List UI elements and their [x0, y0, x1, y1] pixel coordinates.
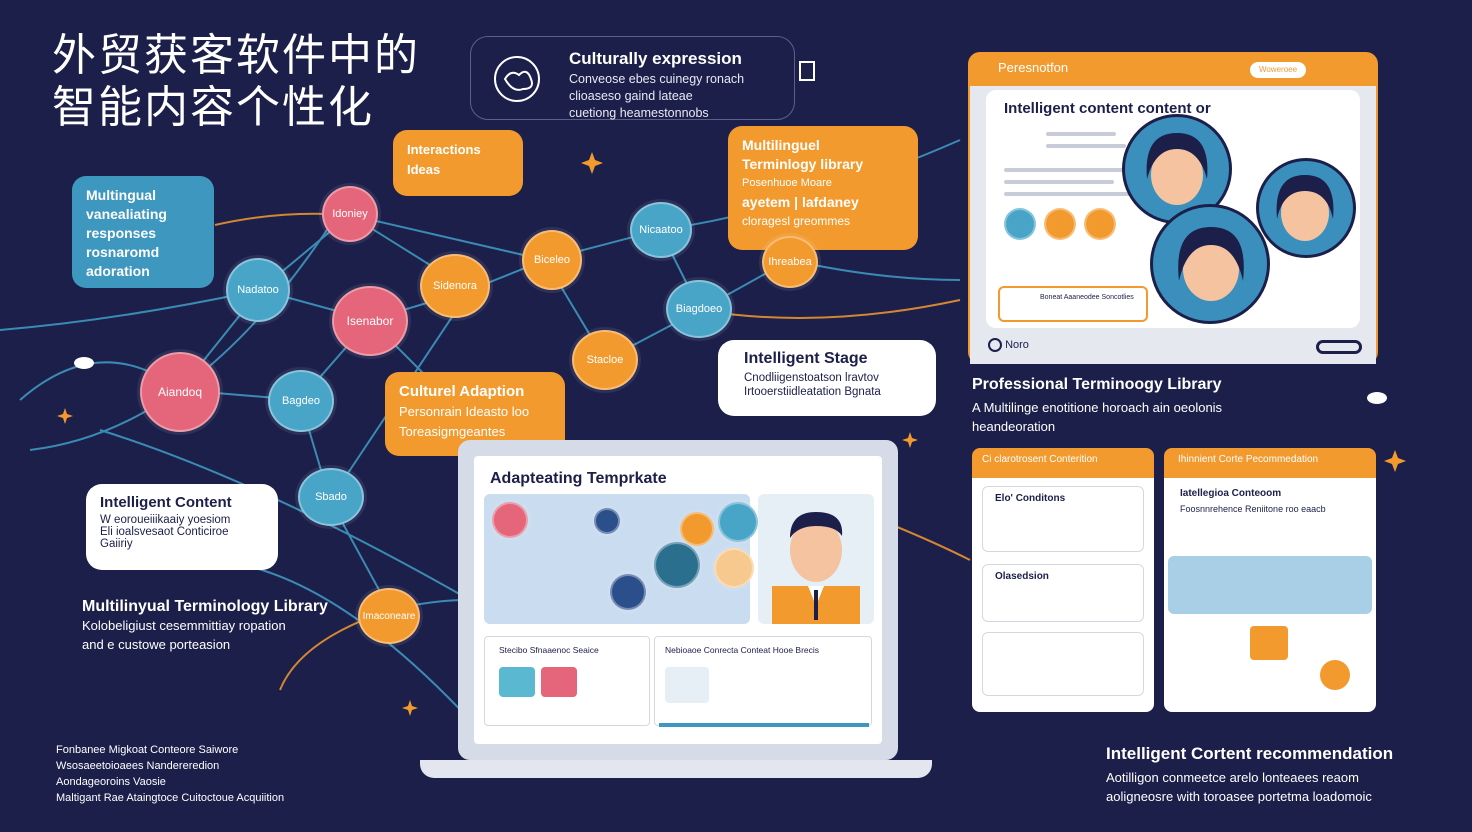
network-node: Sbado — [298, 468, 364, 526]
network-node: Biceleo — [522, 230, 582, 290]
network-node: Nicaatoo — [630, 202, 692, 258]
network-node: Imaconeare — [358, 588, 420, 644]
laptop-base — [420, 760, 932, 778]
title-line-1: 外贸获客软件中的 — [52, 30, 420, 81]
toggle-icon[interactable] — [1316, 340, 1362, 354]
tablet-info-card: Boneat Aaaneodee Soncotlies — [998, 286, 1148, 322]
sparkle-icon — [581, 152, 603, 174]
laptop-screen: Adapteating Temprkate Stecibo Sfnaaenoc … — [474, 456, 882, 744]
template-card-right: Nebioaoe Conrecta Conteat Hooe Brecis — [654, 636, 872, 727]
network-node: Isenabor — [332, 286, 408, 356]
tablet-footer: Noro — [988, 338, 1029, 352]
sparkle-icon — [1384, 450, 1406, 472]
sparkle-icon — [57, 408, 73, 424]
man-portrait — [758, 494, 874, 624]
network-node: Idoniey — [322, 186, 378, 242]
network-node: Nadatoo — [226, 258, 290, 322]
network-node: Biagdoeo — [666, 280, 732, 338]
template-map — [484, 494, 758, 624]
businessman-avatar-icon — [772, 512, 860, 624]
cultural-panel: Ci clarotrosent Conterition Elo' Condito… — [972, 448, 1154, 712]
footer-list: Fonbanee Migkoat Conteore Saiwore Wsosae… — [56, 744, 285, 804]
page-title: 外贸获客软件中的 智能内容个性化 — [52, 30, 472, 134]
terminology-library-card: Multilinguel Terminlogy library Posenhuo… — [728, 126, 918, 250]
woman-avatar-icon — [1256, 158, 1356, 258]
network-node: Stacloe — [572, 330, 638, 390]
template-heading: Adapteating Temprkate — [490, 470, 667, 487]
brain-cloud-icon — [494, 56, 540, 102]
tablet-tab-title: Peresnotfon — [998, 60, 1069, 75]
professional-terminology-caption: Professional Terminoogy Library A Multil… — [972, 376, 1223, 434]
tablet-pill-button[interactable]: Woweroee — [1250, 62, 1306, 78]
intelligent-content-card: Intelligent Content W eoroueiiikaaiy yoe… — [86, 484, 278, 570]
recommendation-caption: Intelligent Cortent recommendation Aotil… — [1106, 744, 1394, 804]
template-card-left: Stecibo Sfnaaenoc Seaice — [484, 636, 650, 726]
terminology-caption: Multilinyual Terminology Library Kolobel… — [82, 598, 328, 652]
intelligent-stage-card: Intelligent Stage Cnodliigenstoatson lra… — [718, 340, 936, 416]
network-node: Aiandoq — [140, 352, 220, 432]
title-line-2: 智能内容个性化 — [52, 82, 374, 133]
culturally-expression-callout: Culturally expression Conveose ebes cuin… — [470, 36, 795, 120]
callout-body: Conveose ebes cuinegy ronach clioaseso g… — [569, 72, 745, 120]
network-node: Bagdeo — [268, 370, 334, 432]
recommendation-panel: Ihinnient Corte Pecommedation Iatellegio… — [1164, 448, 1376, 712]
multilingual-card: Multingual vanealiating responses rosnar… — [72, 176, 214, 288]
network-node: Ihreabea — [762, 236, 818, 288]
tablet-heading: Intelligent content content or — [1004, 100, 1211, 117]
sparkle-icon — [402, 700, 418, 716]
home-button-icon[interactable] — [988, 338, 1002, 352]
network-node: Sidenora — [420, 254, 490, 318]
woman-avatar-icon — [1150, 204, 1270, 324]
callout-heading: Culturally expression — [569, 49, 742, 68]
sparkle-icon — [902, 432, 918, 448]
interactions-card: Interactions Ideas — [393, 130, 523, 196]
